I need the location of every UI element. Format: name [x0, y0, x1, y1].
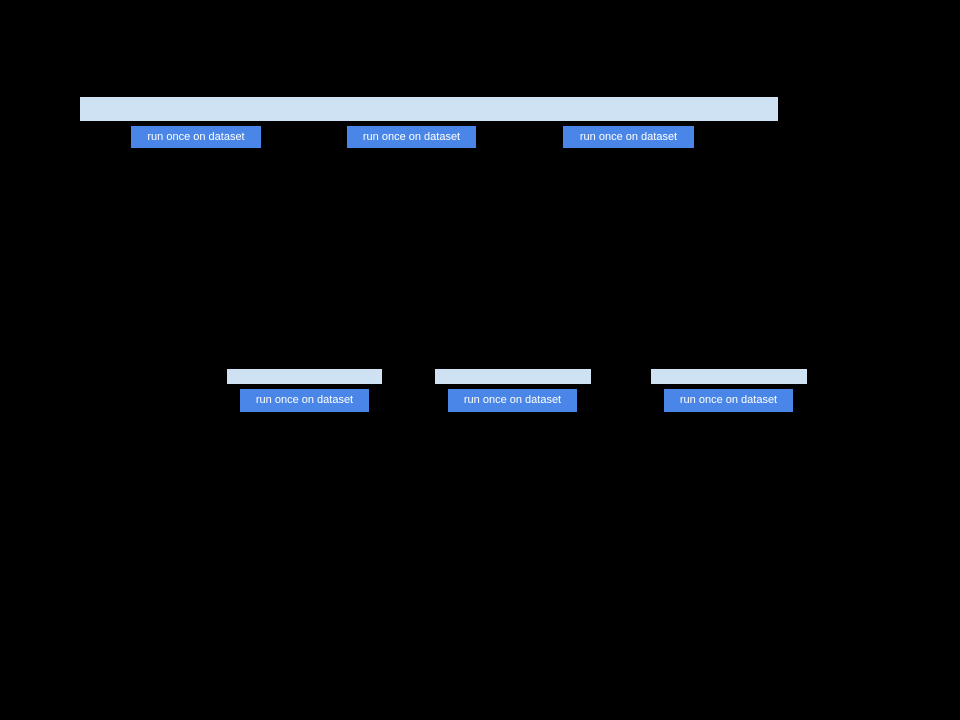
run-once-on-dataset-button[interactable]: run once on dataset [664, 389, 793, 412]
middle-highlight-bar [227, 369, 382, 384]
run-once-on-dataset-button[interactable]: run once on dataset [563, 126, 694, 148]
middle-highlight-bar [435, 369, 591, 384]
run-once-on-dataset-button[interactable]: run once on dataset [347, 126, 476, 148]
run-once-on-dataset-button[interactable]: run once on dataset [448, 389, 577, 412]
run-once-on-dataset-button[interactable]: run once on dataset [131, 126, 261, 148]
top-highlight-bar [80, 97, 778, 121]
run-once-on-dataset-button[interactable]: run once on dataset [240, 389, 369, 412]
middle-highlight-bar [651, 369, 807, 384]
